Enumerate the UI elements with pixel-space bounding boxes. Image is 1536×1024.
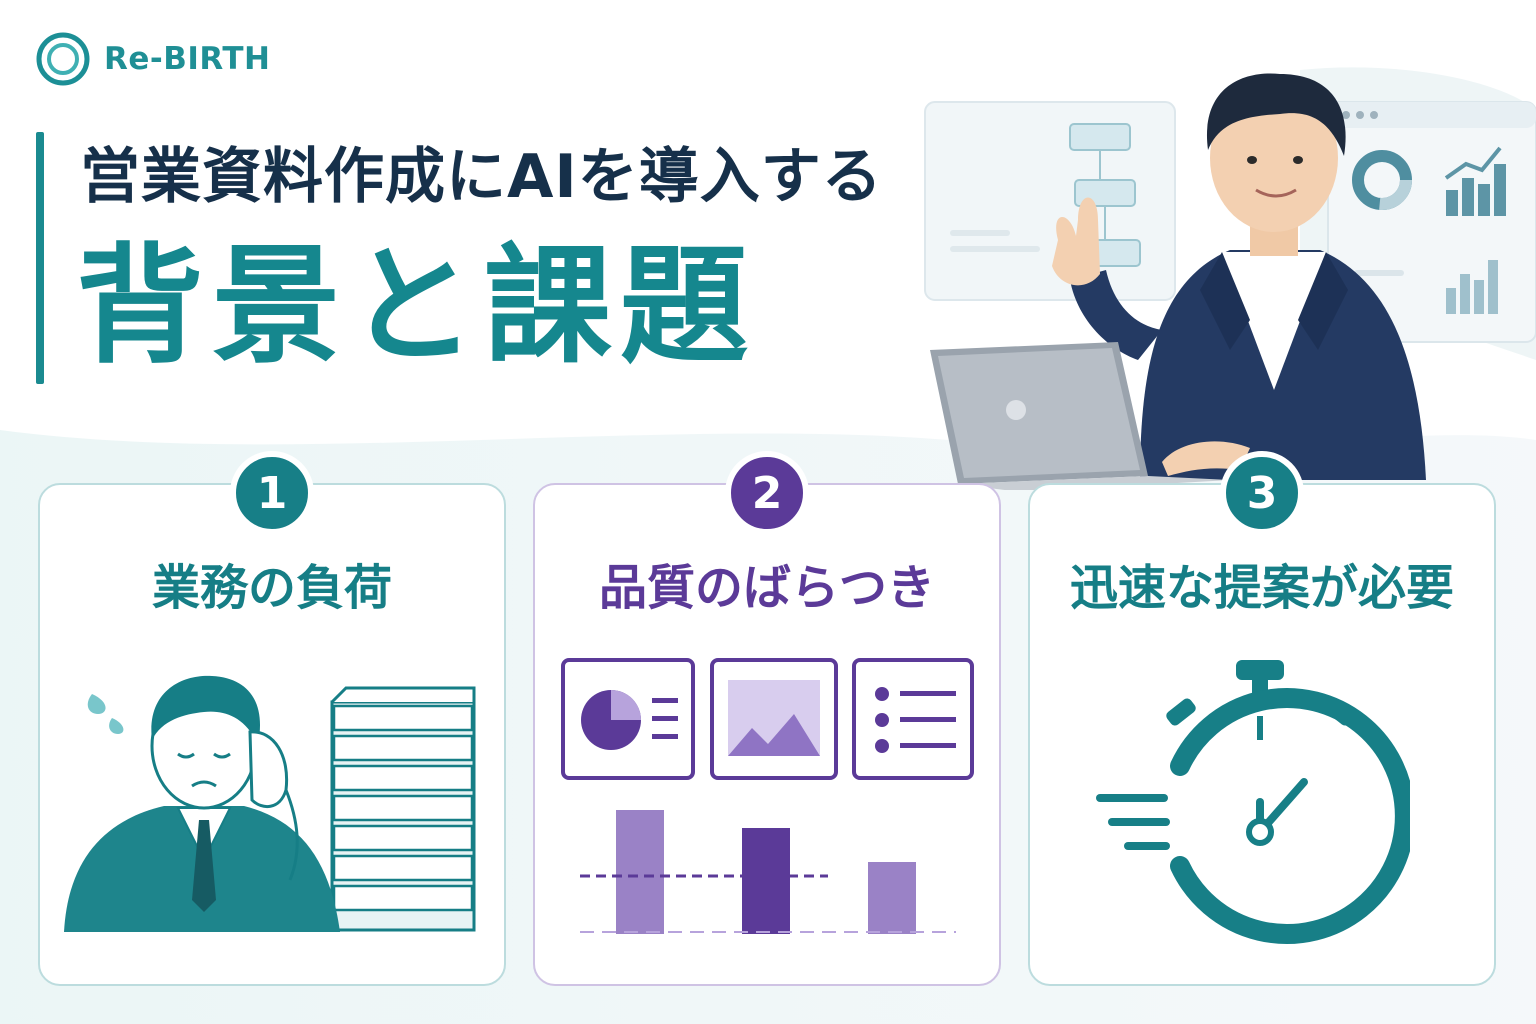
card-1-number-badge: 1 [230, 451, 314, 535]
flowchart-panel [924, 101, 1176, 301]
speed-stopwatch-icon [1096, 660, 1410, 944]
card-3-title: 迅速な提案が必要 [1069, 560, 1454, 616]
card-3-number-badge: 3 [1220, 451, 1304, 535]
bar-1 [616, 810, 664, 934]
quality-variance-illustration [561, 658, 974, 934]
businessman-figure [930, 73, 1426, 490]
image-slide-icon [710, 658, 838, 780]
brand-logo: Re-BIRTH [34, 30, 271, 88]
title-accent-bar [36, 132, 44, 384]
ring-logo-icon [36, 32, 90, 86]
document-stack [330, 686, 476, 932]
variance-bar-chart [580, 810, 956, 934]
brand-name: Re-BIRTH [104, 41, 271, 77]
stressed-businessman-icon [64, 675, 476, 932]
page-title: 営業資料作成にAIを導入する [80, 142, 883, 212]
card-2-number-badge: 2 [725, 451, 809, 535]
bar-2 [742, 828, 790, 934]
card-2-title: 品質のばらつき [598, 560, 935, 616]
dashboard-panel [1327, 101, 1536, 343]
bar-3 [868, 862, 916, 934]
pie-chart-slide-icon [561, 658, 695, 780]
list-slide-icon [852, 658, 974, 780]
card-1-title: 業務の負荷 [151, 560, 392, 616]
hero-illustration-businessman-laptop [924, 73, 1536, 490]
page-subtitle: 背景と課題 [76, 232, 757, 381]
